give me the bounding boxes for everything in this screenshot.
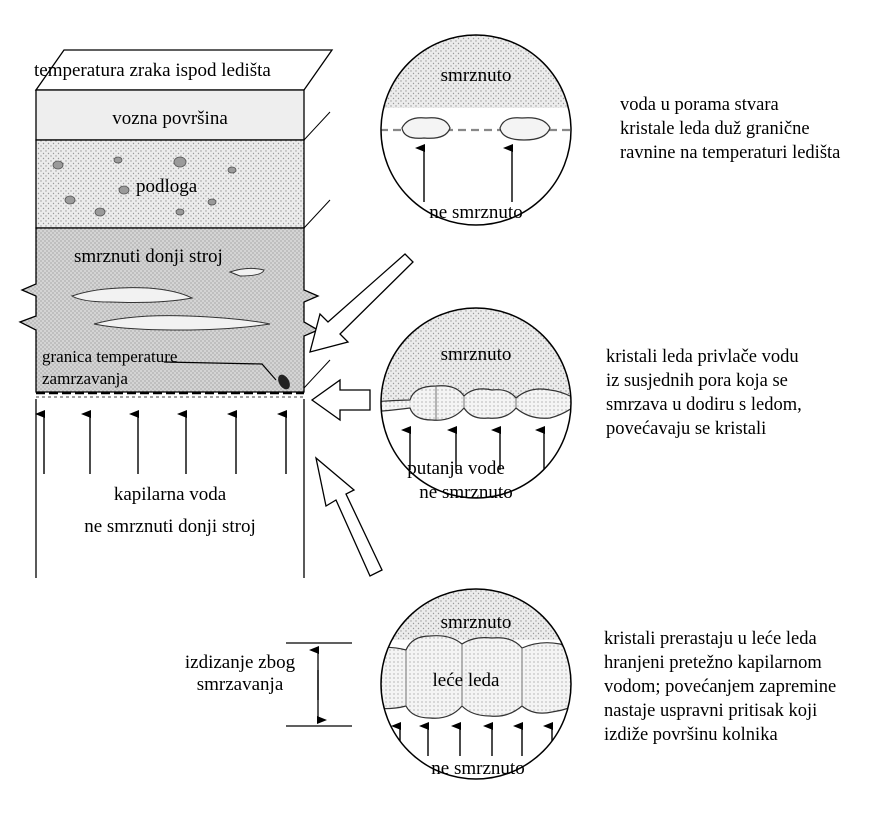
circle3-bottom: ne smrznuto	[431, 758, 524, 779]
frozen-ice-lenses	[70, 267, 271, 331]
circle2-bottom: ne smrznuto	[419, 482, 512, 503]
capillary-arrows	[35, 410, 287, 474]
surface-layer	[35, 89, 305, 141]
heave-label-2: smrzavanja	[197, 674, 284, 695]
arrow-circle1-to-column	[309, 253, 414, 353]
ice-lens	[381, 635, 571, 719]
ice-crystal	[401, 117, 451, 139]
desc2-line: smrzava u dodiru s ledom,	[606, 395, 802, 415]
description-1: voda u porama stvara kristale leda duž g…	[620, 95, 840, 163]
circle-stage-1: smrznuto ne smrznuto	[380, 34, 572, 226]
freeze-boundary-label-1: granica temperature	[42, 347, 177, 366]
desc3-line: nastaje uspravni pritisak koji	[604, 701, 817, 721]
surface-label: vozna površina	[112, 108, 228, 129]
frozen-subgrade-label: smrznuti donji stroj	[74, 246, 223, 267]
circle2-top: smrznuto	[441, 344, 512, 365]
freeze-boundary-label-2: zamrzavanja	[42, 369, 128, 388]
desc3-line: vodom; povećanjem zapremine	[604, 677, 836, 697]
boundary-leader	[163, 361, 277, 381]
heave-label-1: izdizanje zbog	[185, 652, 296, 673]
aggregate-stones	[52, 156, 237, 217]
unfrozen-subgrade-label: ne smrznuti donji stroj	[84, 516, 256, 537]
description-2: kristali leda privlače vodu iz susjednih…	[606, 347, 802, 439]
desc2-line: povećavaju se kristali	[606, 419, 766, 439]
desc1-line: voda u porama stvara	[620, 95, 779, 115]
capillary-water-label: kapilarna voda	[114, 484, 227, 505]
desc2-line: kristali leda privlače vodu	[606, 347, 799, 367]
desc3-line: izdiže površinu kolnika	[604, 725, 778, 745]
circle3-center: leće leda	[433, 670, 501, 691]
desc1-line: kristale leda duž granične	[620, 119, 810, 139]
circle-stage-3: smrznuto leće leda ne smrznuto	[380, 588, 572, 780]
ice-band	[381, 385, 571, 421]
heave-indicator: izdizanje zbog smrzavanja	[185, 642, 352, 727]
circle3-top: smrznuto	[441, 612, 512, 633]
description-3: kristali prerastaju u leće leda hranjeni…	[604, 629, 836, 745]
desc2-line: iz susjednih pora koja se	[606, 371, 788, 391]
circle2-path: putanja vode	[407, 458, 505, 479]
circle1-bottom: ne smrznuto	[429, 202, 522, 223]
unfrozen-subgrade	[35, 399, 305, 578]
circle1-top: smrznuto	[441, 65, 512, 86]
circle-stage-2: smrznuto putanja vode ne smrznuto	[380, 307, 572, 503]
desc3-line: hranjeni pretežno kapilarnom	[604, 653, 822, 673]
desc1-line: ravnine na temperaturi ledišta	[620, 143, 840, 163]
ice-crystal	[499, 117, 551, 141]
arrow-circle3-to-column	[314, 456, 383, 577]
air-temp-label: temperatura zraka ispod ledišta	[34, 60, 271, 81]
connector-arrows	[309, 253, 414, 577]
desc3-line: kristali prerastaju u leće leda	[604, 629, 817, 649]
arrow-circle2-to-column	[310, 378, 371, 422]
base-label: podloga	[136, 176, 198, 197]
pavement-column: temperatura zraka ispod ledišta vozna po…	[18, 49, 334, 578]
